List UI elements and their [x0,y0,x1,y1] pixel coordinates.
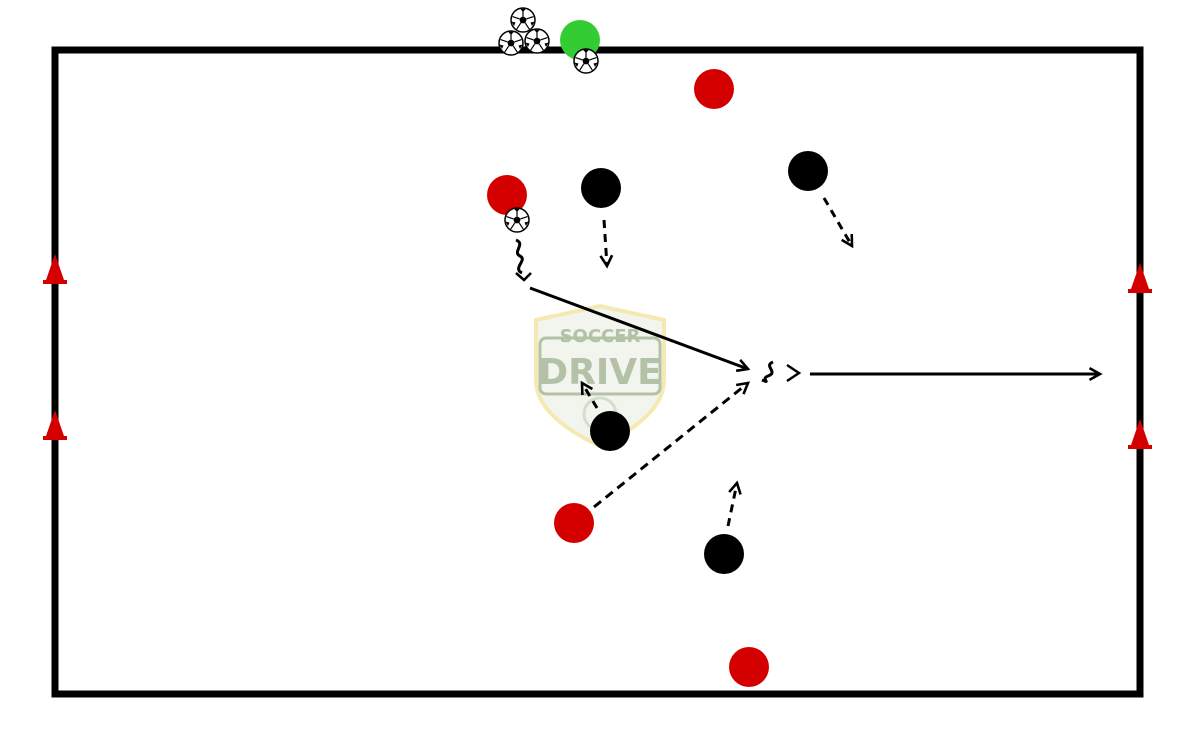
cone-icon [43,254,67,284]
red-player [554,503,594,543]
soccer-ball-icon [573,48,599,74]
watermark-line2: DRIVE [538,352,661,393]
pass-arrow [529,286,748,369]
dribble-squiggle-icon [761,360,774,383]
soccer-ball-icon [524,28,550,54]
black-player [704,534,744,574]
movement-arrow [604,219,607,266]
watermark-logo: SOCCER DRIVE [534,303,666,449]
dribble-squiggle-icon [515,238,524,275]
cone-icon [1128,419,1152,449]
cone-icon [43,410,67,440]
movement-arrow [822,197,852,246]
cone-icon [1128,263,1152,293]
field-boundary [51,46,1144,698]
soccer-ball-icon [504,207,530,233]
movement-arrow [726,483,737,527]
red-player [729,647,769,687]
watermark-line1: SOCCER [560,326,641,347]
arrowhead [786,363,802,383]
soccer-ball-icon [498,30,524,56]
arrowhead [515,272,532,282]
run-arrow [593,383,748,509]
red-player [487,175,527,215]
soccer-ball-icon [510,7,536,33]
black-player [581,168,621,208]
movement-arrow [582,383,599,409]
black-player [788,151,828,191]
red-player [694,69,734,109]
black-player [590,411,630,451]
